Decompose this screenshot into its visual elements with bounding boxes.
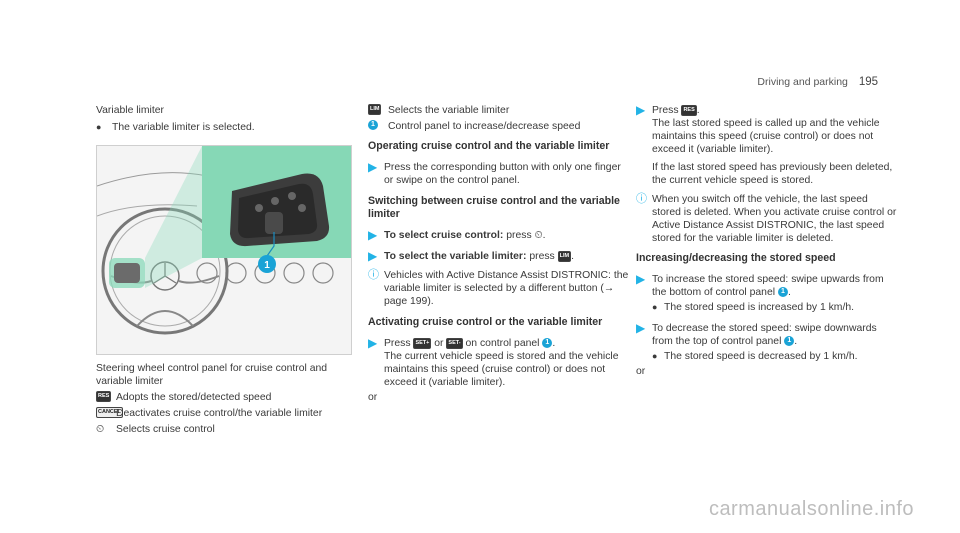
number-badge-icon: 1: [368, 120, 378, 130]
page-header: Driving and parking 195: [757, 76, 878, 89]
set-plus-key-icon: SET+: [413, 337, 432, 349]
steering-wheel-illustration: 1: [97, 146, 351, 354]
step-arrow-icon: ▶: [368, 228, 378, 242]
bullet-icon: ●: [96, 122, 102, 132]
legend-item: CANCEL Deactivates cruise control/the va…: [96, 407, 323, 419]
right-column: ▶ Press RES. The last stored speed is ca…: [636, 104, 898, 378]
note-item: ⓘ When you switch off the vehicle, the l…: [636, 193, 897, 244]
page-number: 195: [858, 76, 878, 88]
list-item: ● The stored speed is increased by 1 km/…: [652, 302, 855, 313]
bullet-icon: ●: [652, 302, 658, 312]
legend-item: RES Adopts the stored/detected speed: [96, 391, 272, 403]
figure-caption: Steering wheel control panel for cruise …: [96, 363, 328, 387]
step-item: ▶ To increase the stored speed: swipe up…: [636, 273, 898, 314]
legend-item: ⏲ Selects cruise control: [96, 424, 215, 435]
watermark: carmanualsonline.info: [708, 498, 914, 520]
section-heading-switching: Switching between cruise control and the…: [368, 195, 620, 220]
lim-key-icon: LIM: [368, 104, 382, 115]
steering-wheel-figure: 1: [96, 145, 352, 355]
section-title: Driving and parking: [757, 76, 848, 88]
step-item: ▶ To decrease the stored speed: swipe do…: [636, 322, 898, 363]
section-heading-variable-limiter: Variable limiter: [96, 105, 164, 116]
speedometer-icon: ⏲: [96, 424, 105, 435]
section-heading-operating: Operating cruise control and the variabl…: [368, 140, 610, 152]
step-item: ▶ To select the variable limiter: press …: [368, 249, 575, 263]
info-icon: ⓘ: [636, 193, 647, 205]
section-heading-increasing: Increasing/decreasing the stored speed: [636, 252, 836, 264]
lim-key-icon: LIM: [557, 250, 572, 262]
list-item: ● The stored speed is decreased by 1 km/…: [652, 351, 858, 362]
or-label: or: [636, 366, 646, 377]
list-item: ● The variable limiter is selected.: [96, 122, 255, 133]
figure-callout-1: 1: [264, 260, 270, 271]
bullet-icon: ●: [652, 351, 658, 361]
step-arrow-icon: ▶: [368, 249, 378, 263]
number-badge-icon: 1: [777, 287, 788, 298]
step-arrow-icon: ▶: [368, 160, 378, 174]
set-minus-key-icon: SET-: [446, 337, 463, 349]
step-item: ▶ Press SET+ or SET- on control panel 1.…: [368, 336, 619, 389]
step-arrow-icon: ▶: [636, 103, 646, 117]
step-arrow-icon: ▶: [368, 336, 378, 350]
legend-item: 1 Control panel to increase/decrease spe…: [368, 120, 630, 133]
note-item: ⓘ Vehicles with Active Distance Assist D…: [368, 269, 629, 307]
info-icon: ⓘ: [368, 269, 379, 281]
step-item: ▶ Press the corresponding button with on…: [368, 160, 621, 187]
figure-caption-block: Steering wheel control panel for cruise …: [96, 362, 352, 436]
step-arrow-icon: ▶: [636, 272, 646, 286]
middle-column: LIM Selects the variable limiter 1 Contr…: [368, 104, 630, 404]
left-column: Variable limiter ● The variable limiter …: [96, 104, 356, 134]
speedometer-icon: ⏲: [534, 230, 543, 241]
legend-item: LIM Selects the variable limiter: [368, 104, 510, 116]
section-heading-activating: Activating cruise control or the variabl…: [368, 316, 603, 328]
res-key-icon: RES: [96, 391, 112, 402]
res-key-icon: RES: [681, 104, 697, 116]
step-item: ▶ Press RES. The last stored speed is ca…: [636, 103, 893, 187]
or-label: or: [368, 392, 378, 403]
step-item: ▶ To select cruise control: press ⏲.: [368, 228, 546, 242]
step-arrow-icon: ▶: [636, 321, 646, 335]
number-badge-icon: 1: [542, 338, 553, 349]
number-badge-icon: 1: [784, 336, 795, 347]
cancel-key-icon: CANCEL: [96, 407, 123, 418]
